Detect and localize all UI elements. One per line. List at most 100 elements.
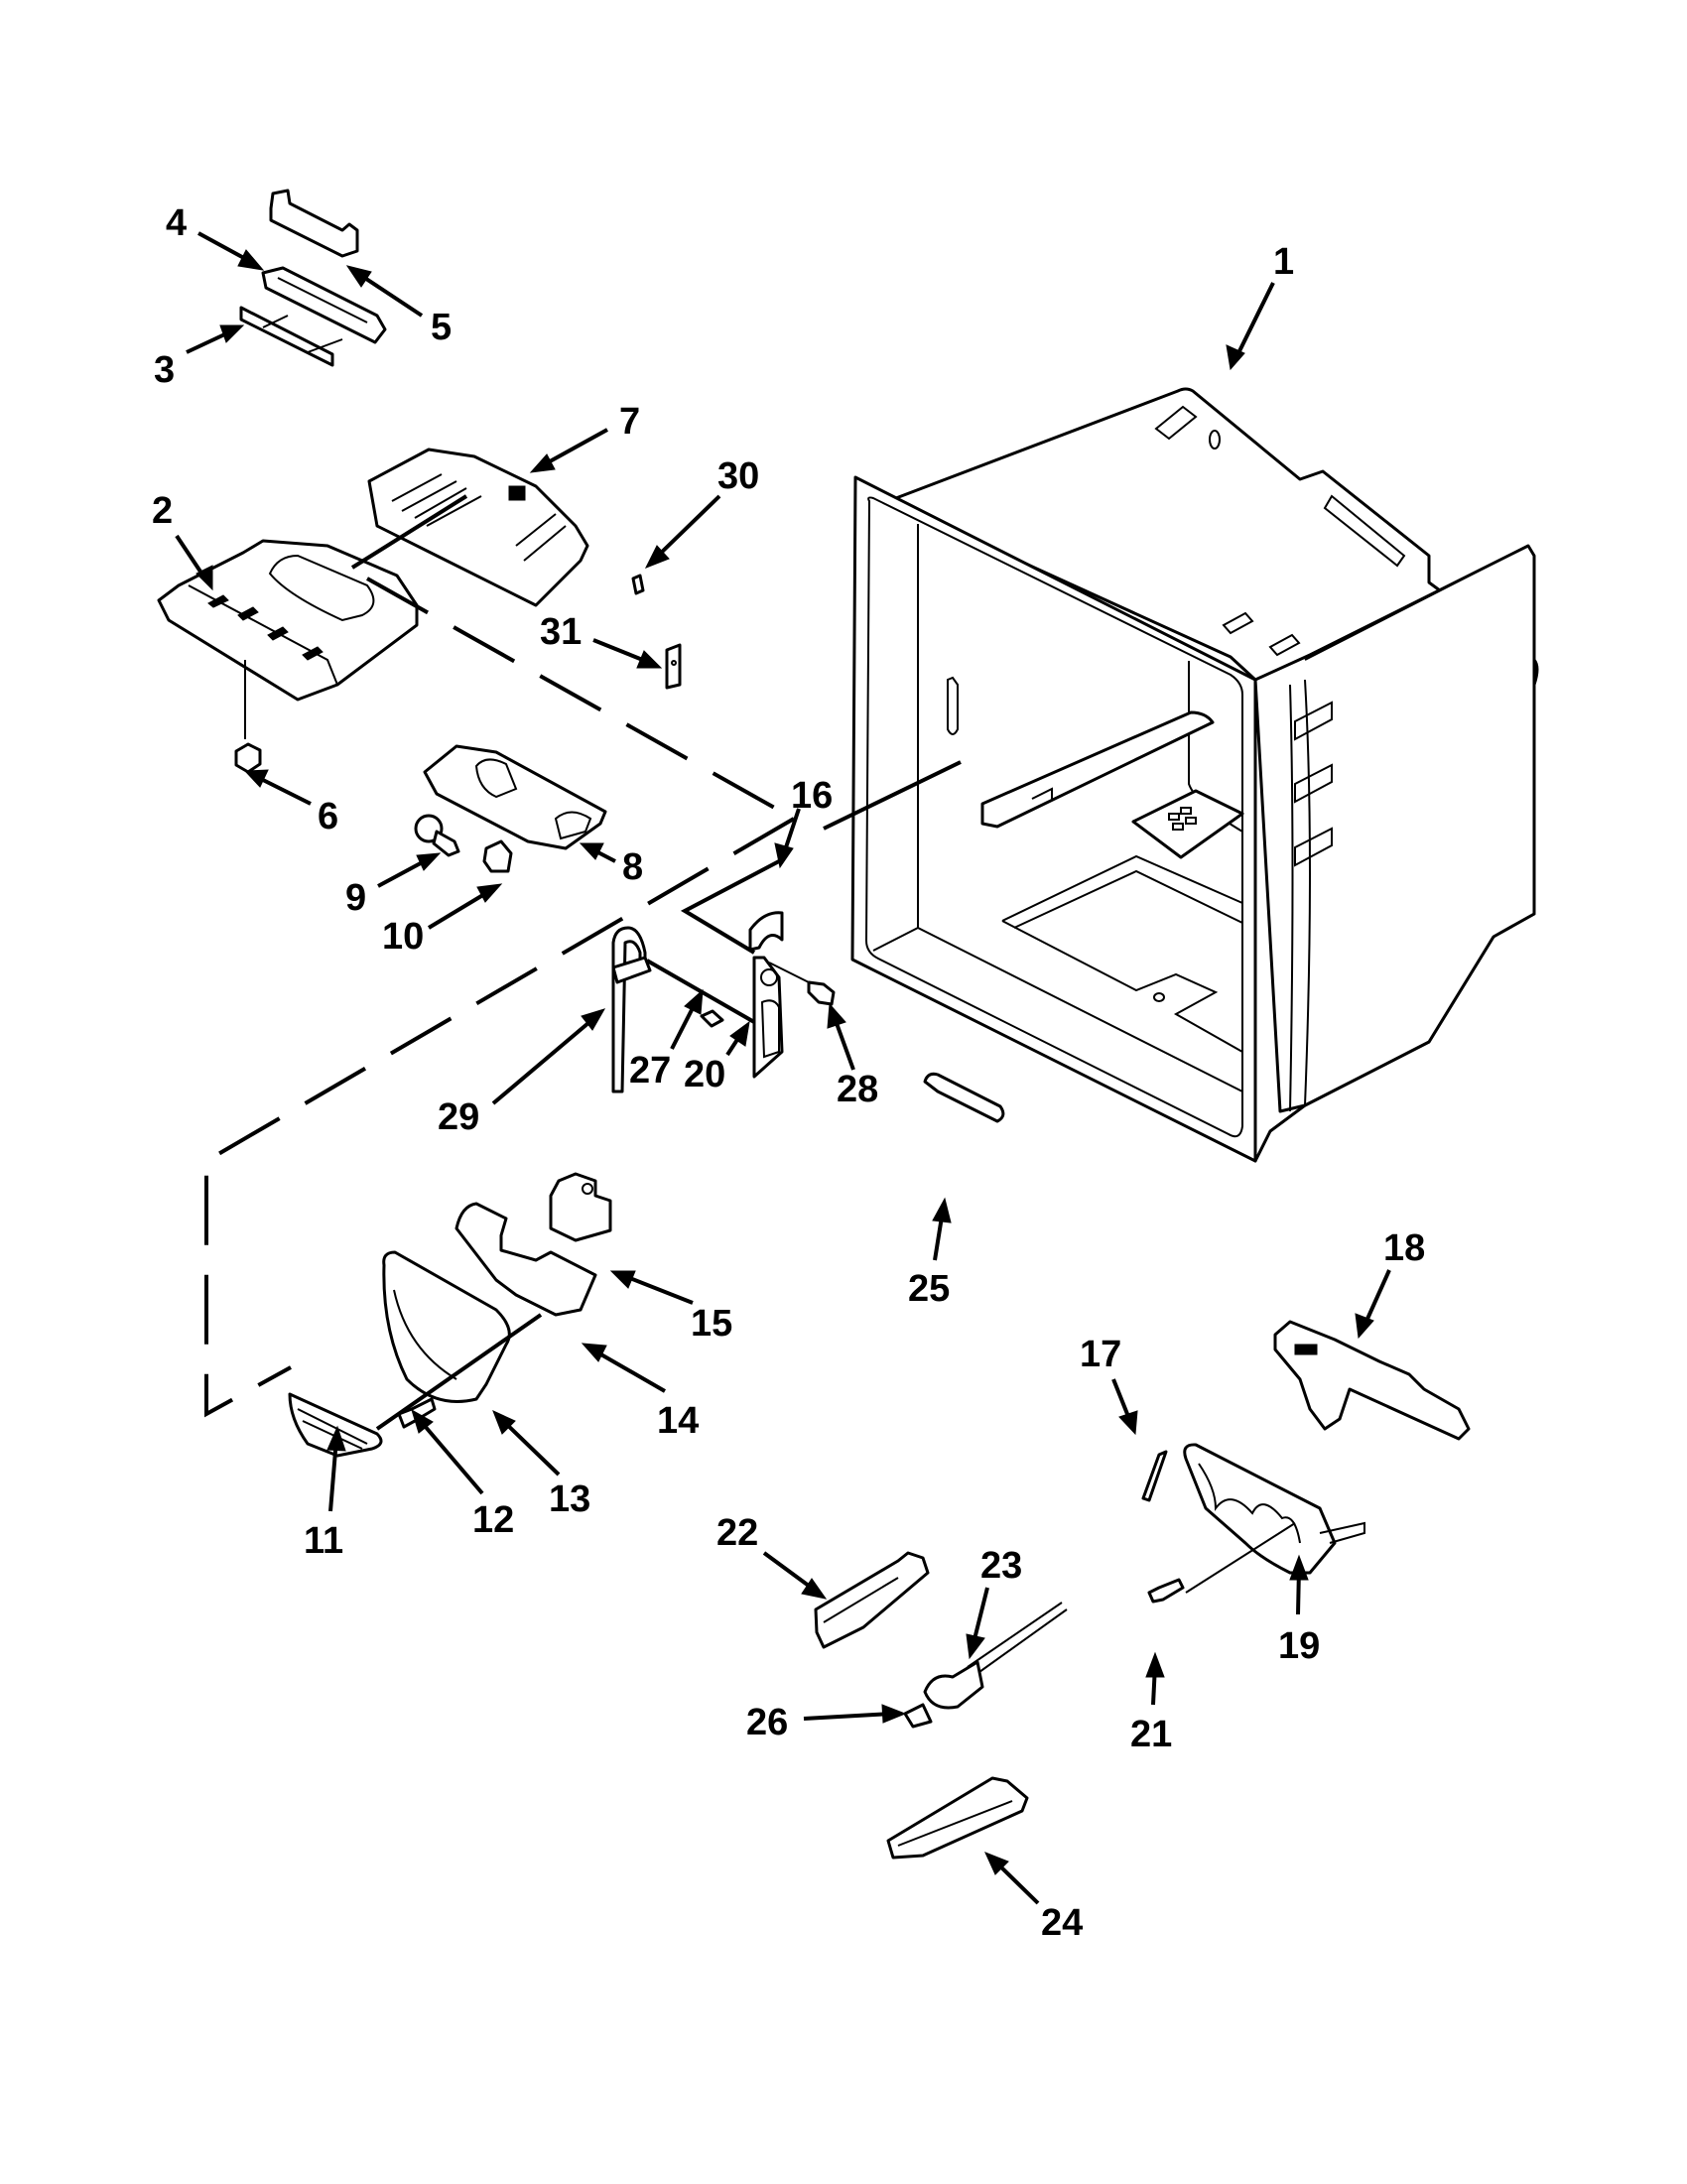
callout-label-6: 6 xyxy=(318,796,338,837)
callouts: 1 2 3 4 5 6 7 8 9 10 11 12 13 14 15 16 1… xyxy=(152,202,1425,1944)
arrowhead-6 xyxy=(243,769,269,788)
grille-11-part xyxy=(288,1392,383,1458)
leader-7 xyxy=(540,428,608,468)
leader-29 xyxy=(491,1015,597,1105)
leader-30 xyxy=(653,494,721,561)
arrowhead-8 xyxy=(579,842,604,860)
leader-12 xyxy=(417,1417,484,1495)
callout-label-21: 21 xyxy=(1130,1714,1172,1755)
arrowhead-28 xyxy=(827,1002,846,1029)
callout-label-27: 27 xyxy=(629,1050,671,1092)
clip-30-part xyxy=(631,574,645,595)
cap-16-part xyxy=(748,911,784,952)
callout-label-5: 5 xyxy=(431,307,452,348)
control-housing-part xyxy=(157,539,419,702)
fitting-26-part xyxy=(903,1703,933,1729)
callout-label-19: 19 xyxy=(1278,1625,1320,1667)
callout-label-14: 14 xyxy=(657,1400,699,1442)
leader-10 xyxy=(427,888,493,930)
callout-label-20: 20 xyxy=(684,1054,725,1095)
screw-28-part xyxy=(768,962,836,1006)
reference-lines xyxy=(204,494,962,1431)
callout-label-22: 22 xyxy=(716,1512,758,1554)
arrowhead-15 xyxy=(609,1270,636,1289)
valve-15-part xyxy=(549,1172,612,1242)
callout-label-29: 29 xyxy=(438,1096,479,1138)
arrowhead-5 xyxy=(345,265,372,288)
light-bulb-part xyxy=(414,814,460,857)
screw-21-part xyxy=(1147,1522,1296,1604)
callout-label-10: 10 xyxy=(382,916,424,958)
arrowhead-2 xyxy=(195,565,213,591)
callout-label-16: 16 xyxy=(791,775,833,817)
callout-label-25: 25 xyxy=(908,1268,950,1310)
light-socket-part xyxy=(482,839,513,873)
leader-13 xyxy=(499,1417,561,1477)
arrowhead-29 xyxy=(581,1008,606,1031)
arrowhead-24 xyxy=(984,1852,1009,1875)
slide-24-part xyxy=(886,1776,1029,1860)
leader-26 xyxy=(803,1712,894,1721)
arrowhead-25 xyxy=(932,1197,952,1223)
callout-label-7: 7 xyxy=(619,401,640,443)
housing-14-part xyxy=(454,1202,597,1317)
arrowhead-23 xyxy=(966,1633,985,1660)
arrowhead-21 xyxy=(1145,1651,1165,1678)
arrowhead-4 xyxy=(237,249,265,271)
air-duct-cover-part xyxy=(367,448,589,607)
leader-14 xyxy=(591,1348,666,1393)
callout-label-11: 11 xyxy=(304,1520,343,1562)
arrowhead-22 xyxy=(801,1578,828,1600)
bracket-22-part xyxy=(814,1551,930,1649)
plug-25-part xyxy=(923,1072,1005,1123)
control-board-part xyxy=(261,266,387,344)
arrowhead-16 xyxy=(774,842,794,869)
arrowhead-14 xyxy=(581,1343,607,1362)
callout-label-18: 18 xyxy=(1383,1227,1425,1269)
tube-23-part xyxy=(923,1602,1068,1710)
leader-6 xyxy=(254,774,312,806)
cabinet-liner xyxy=(850,387,1539,1163)
callout-label-1: 1 xyxy=(1273,241,1294,283)
callout-label-28: 28 xyxy=(837,1069,878,1110)
callout-label-24: 24 xyxy=(1041,1902,1083,1944)
arrowhead-7 xyxy=(529,453,556,473)
arrowhead-11 xyxy=(326,1425,346,1452)
arrowhead-20 xyxy=(729,1020,750,1047)
callout-label-12: 12 xyxy=(472,1499,514,1541)
arrowhead-10 xyxy=(476,883,503,903)
arrowhead-26 xyxy=(881,1704,907,1724)
callout-label-17: 17 xyxy=(1080,1334,1121,1375)
arrowhead-13 xyxy=(492,1410,516,1435)
heater-19-part xyxy=(1183,1443,1365,1575)
arrowhead-19 xyxy=(1289,1554,1309,1581)
control-overlay-part xyxy=(239,306,343,367)
arrowhead-3 xyxy=(219,324,245,343)
callout-label-26: 26 xyxy=(746,1702,788,1743)
callout-label-31: 31 xyxy=(540,611,582,653)
arrowhead-12 xyxy=(411,1408,434,1434)
callout-label-8: 8 xyxy=(622,846,643,888)
leader-11 xyxy=(328,1438,338,1512)
arrowhead-18 xyxy=(1355,1313,1374,1340)
callout-label-9: 9 xyxy=(345,877,366,919)
bracket-31-part xyxy=(665,643,682,690)
switch-part xyxy=(234,665,262,774)
callout-label-13: 13 xyxy=(549,1478,590,1520)
arrowhead-31 xyxy=(636,650,663,669)
callout-label-2: 2 xyxy=(152,490,173,532)
control-cover-part xyxy=(269,189,359,258)
rail-18-part xyxy=(1273,1320,1471,1441)
callout-label-4: 4 xyxy=(166,202,187,244)
arrowhead-30 xyxy=(644,545,670,569)
hinge-cover-20-part xyxy=(752,956,784,1079)
arrowhead-27 xyxy=(684,988,704,1015)
arrowhead-9 xyxy=(416,852,442,871)
leader-5 xyxy=(355,271,424,318)
callout-label-23: 23 xyxy=(980,1545,1022,1587)
leader-1 xyxy=(1233,282,1275,360)
water-tube-29-part xyxy=(611,926,652,1093)
leader-arrows xyxy=(175,231,1391,1905)
clip-27-part xyxy=(700,1009,724,1028)
